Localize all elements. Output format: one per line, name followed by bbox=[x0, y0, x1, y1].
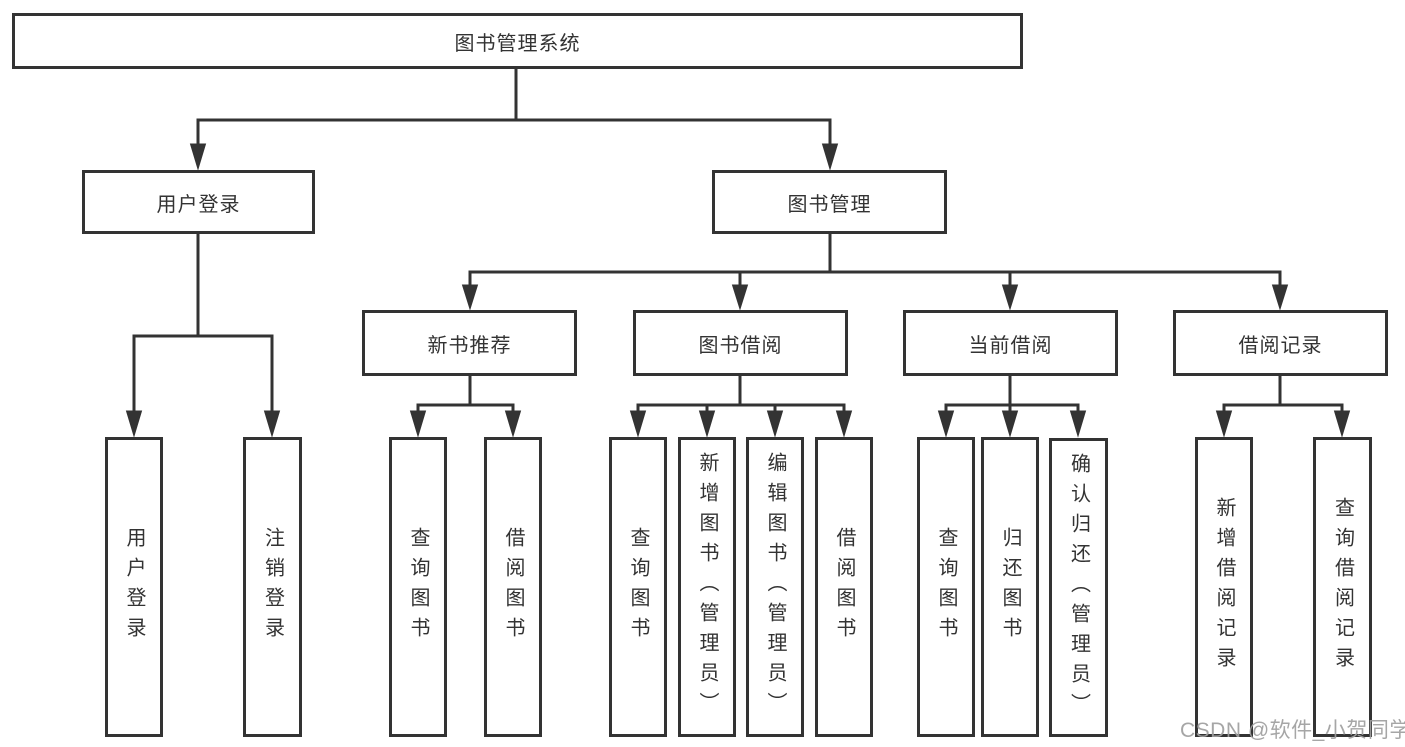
csdn-watermark: CSDN @软件_小贺同学 bbox=[1180, 719, 1405, 742]
node-book-management: 图书管理 bbox=[712, 170, 947, 234]
leaf-query-books-2: 查询图书 bbox=[609, 437, 667, 737]
leaf-add-book-admin-label: 新增图书（管理员） bbox=[696, 452, 718, 722]
leaf-query-borrow-record-label: 查询借阅记录 bbox=[1331, 497, 1354, 677]
leaf-borrow-books-2: 借阅图书 bbox=[815, 437, 873, 737]
leaf-edit-book-admin: 编辑图书（管理员） bbox=[746, 437, 804, 737]
leaf-user-login: 用户登录 bbox=[105, 437, 163, 737]
leaf-add-borrow-record: 新增借阅记录 bbox=[1195, 437, 1253, 737]
node-current-borrow: 当前借阅 bbox=[903, 310, 1118, 376]
node-book-borrow: 图书借阅 bbox=[633, 310, 848, 376]
leaf-confirm-return-admin: 确认归还（管理员） bbox=[1049, 438, 1108, 737]
leaf-return-book-label: 归还图书 bbox=[999, 527, 1021, 647]
leaf-logout: 注销登录 bbox=[243, 437, 302, 737]
leaf-user-login-label: 用户登录 bbox=[123, 527, 145, 647]
leaf-borrow-books-1-label: 借阅图书 bbox=[502, 527, 524, 647]
node-root: 图书管理系统 bbox=[12, 13, 1023, 69]
leaf-query-books-1-label: 查询图书 bbox=[407, 527, 429, 647]
node-borrow-records: 借阅记录 bbox=[1173, 310, 1388, 376]
leaf-edit-book-admin-label: 编辑图书（管理员） bbox=[764, 452, 786, 722]
leaf-add-book-admin: 新增图书（管理员） bbox=[678, 437, 736, 737]
leaf-query-books-3-label: 查询图书 bbox=[935, 527, 957, 647]
node-user-login: 用户登录 bbox=[82, 170, 315, 234]
leaf-query-books-2-label: 查询图书 bbox=[627, 527, 649, 647]
node-book-borrow-label: 图书借阅 bbox=[698, 334, 783, 357]
leaf-query-books-1: 查询图书 bbox=[389, 437, 447, 737]
leaf-borrow-books-2-label: 借阅图书 bbox=[833, 527, 855, 647]
node-user-login-label: 用户登录 bbox=[156, 193, 241, 216]
node-new-book-recommend: 新书推荐 bbox=[362, 310, 577, 376]
node-borrow-records-label: 借阅记录 bbox=[1238, 334, 1323, 357]
node-book-management-label: 图书管理 bbox=[787, 193, 872, 216]
leaf-query-books-3: 查询图书 bbox=[917, 437, 975, 737]
node-root-label: 图书管理系统 bbox=[454, 32, 581, 55]
leaf-borrow-books-1: 借阅图书 bbox=[484, 437, 542, 737]
leaf-logout-label: 注销登录 bbox=[261, 527, 284, 647]
node-current-borrow-label: 当前借阅 bbox=[968, 334, 1053, 357]
leaf-confirm-return-admin-label: 确认归还（管理员） bbox=[1067, 452, 1090, 723]
leaf-return-book: 归还图书 bbox=[981, 437, 1039, 737]
leaf-query-borrow-record: 查询借阅记录 bbox=[1313, 437, 1372, 737]
leaf-add-borrow-record-label: 新增借阅记录 bbox=[1213, 497, 1235, 677]
node-new-book-recommend-label: 新书推荐 bbox=[427, 334, 512, 357]
